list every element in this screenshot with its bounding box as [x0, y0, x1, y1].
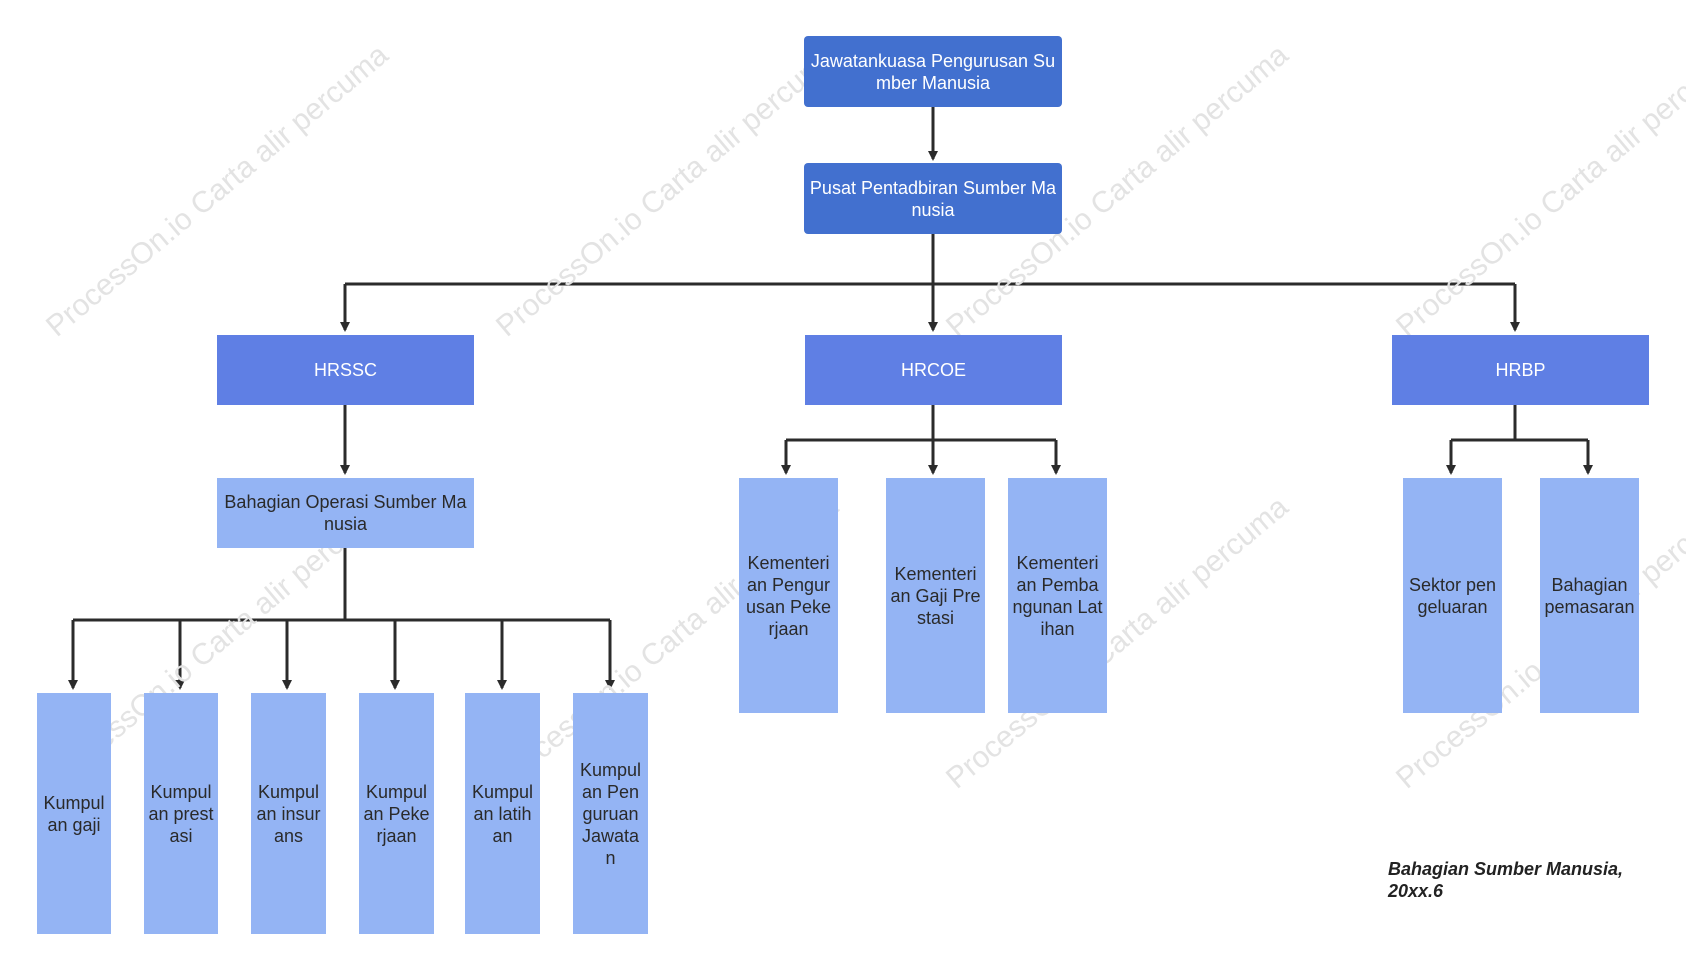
node-kumpulan-prestasi: Kumpulan prestasi [144, 693, 218, 934]
node-kementerian-pembangunan-latihan: Kementerian Pembangunan Latihan [1008, 478, 1107, 713]
diagram-caption: Bahagian Sumber Manusia, 20xx.6 [1388, 859, 1624, 901]
node-hrcoe: HRCOE [805, 335, 1062, 405]
node-kementerian-gaji-prestasi: Kementerian Gaji Prestasi [886, 478, 985, 713]
node-bahagian-pemasaran: Bahagian pemasaran [1540, 478, 1639, 713]
node-pusat-pentadbiran: Pusat Pentadbiran Sumber Manusia [804, 163, 1062, 234]
node-hrbp: HRBP [1392, 335, 1649, 405]
node-kumpulan-insurans: Kumpulan insurans [251, 693, 326, 934]
node-kumpulan-pekerjaan: Kumpulan Pekerjaan [359, 693, 434, 934]
node-jawatankuasa: Jawatankuasa Pengurusan Sumber Manusia [804, 36, 1062, 107]
node-sektor-pengeluaran: Sektor pengeluaran [1403, 478, 1502, 713]
node-kumpulan-gaji: Kumpulan gaji [37, 693, 111, 934]
node-hrssc: HRSSC [217, 335, 474, 405]
node-bahagian-operasi: Bahagian Operasi Sumber Manusia [217, 478, 474, 548]
node-kementerian-pengurusan-pekerjaan: Kementerian Pengurusan Pekerjaan [739, 478, 838, 713]
node-kumpulan-latihan: Kumpulan latihan [465, 693, 540, 934]
node-kumpulan-penguruan-jawatan: Kumpulan Penguruan Jawatan [573, 693, 648, 934]
